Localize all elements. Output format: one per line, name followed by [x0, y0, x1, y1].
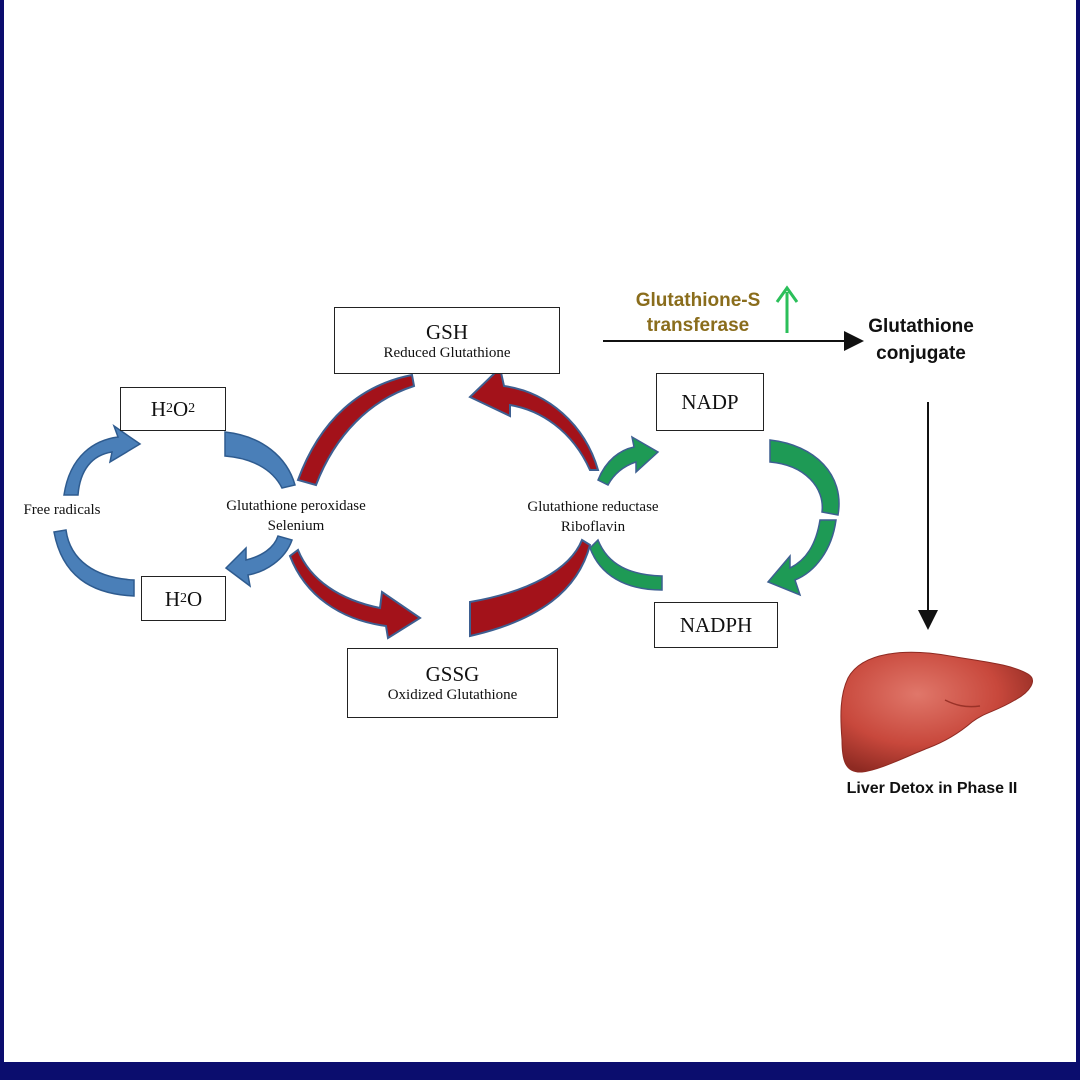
green-arc-from-nadp: [769, 439, 840, 516]
blue-arrow-to-h2o2: [63, 424, 142, 496]
blue-arc-from-h2o: [53, 529, 135, 597]
bottom-border-bar: [0, 1062, 1080, 1080]
red-arc-right-bottom: [469, 538, 592, 638]
nadph-label: NADPH: [679, 613, 753, 637]
h2o2-sub2: 2: [188, 401, 196, 416]
red-arrow-to-gsh: [468, 366, 600, 471]
right-border: [1076, 0, 1080, 1080]
gsh-box: GSH Reduced Glutathione: [334, 307, 560, 374]
h2o-o: O: [187, 586, 203, 611]
blue-cycle: [53, 424, 296, 597]
reductase-label: Glutathione reductase Riboflavin: [504, 497, 682, 537]
liver-caption: Liver Detox in Phase II: [846, 780, 1018, 797]
peroxidase-line1: Glutathione peroxidase: [226, 498, 366, 514]
gst-line2: transferase: [646, 315, 750, 336]
green-arrow-to-nadp: [597, 435, 660, 486]
liver-icon: [840, 651, 1033, 773]
gst-label: Glutathione-S transferase: [612, 288, 784, 338]
nadp-label: NADP: [681, 390, 739, 414]
gsh-title: GSH: [425, 319, 468, 344]
gssg-box: GSSG Oxidized Glutathione: [347, 648, 558, 718]
peroxidase-line2: Selenium: [267, 518, 325, 534]
reductase-line1: Glutathione reductase: [527, 499, 659, 515]
nadp-box: NADP: [656, 373, 764, 431]
gssg-title: GSSG: [425, 662, 480, 686]
gst-line1: Glutathione-S: [635, 290, 761, 311]
reductase-line2: Riboflavin: [560, 519, 626, 535]
green-arrow-to-nadph: [766, 519, 837, 597]
green-cycle: [589, 435, 840, 597]
peroxidase-label: Glutathione peroxidase Selenium: [200, 496, 392, 536]
h2o-h: H: [164, 586, 180, 611]
h2o-sub1: 2: [180, 590, 187, 606]
h2o2-sub1: 2: [166, 401, 173, 416]
blue-arrow-to-h2o: [224, 535, 293, 588]
left-border: [0, 0, 4, 1080]
blue-arc-from-h2o2: [224, 431, 296, 489]
conjugate-line2: conjugate: [876, 343, 966, 364]
green-arc-from-nadph: [589, 538, 663, 591]
up-arrow-icon: [775, 285, 799, 333]
red-arc-left-top: [296, 373, 416, 487]
h2o2-o: O: [173, 397, 189, 421]
gsh-subtitle: Reduced Glutathione: [383, 344, 511, 361]
conjugate-label: Glutathione conjugate: [846, 313, 996, 367]
h2o2-h: H: [150, 397, 166, 421]
red-arrow-to-gssg: [288, 548, 422, 640]
nadph-box: NADPH: [654, 602, 778, 648]
gssg-subtitle: Oxidized Glutathione: [387, 687, 518, 703]
conjugate-line1: Glutathione: [868, 316, 974, 337]
free-radicals-label: Free radicals: [23, 502, 101, 518]
